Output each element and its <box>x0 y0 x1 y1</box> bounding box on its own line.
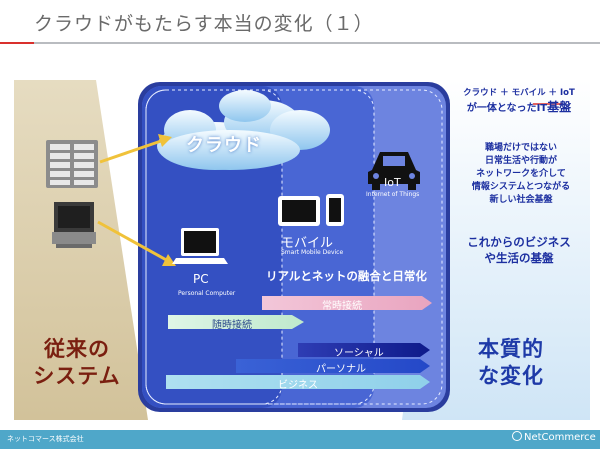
personal-arrow <box>236 359 430 373</box>
server-icon <box>46 140 98 188</box>
social-label: ソーシャル <box>334 348 384 359</box>
on-demand-arrow <box>168 315 304 329</box>
traditional-system-label: 従来の システム <box>33 337 121 388</box>
right-description: 職場だけではない 日常生活や行動が ネットワークを介して 情報システムとつながる… <box>471 143 571 205</box>
cloud-label: クラウド <box>186 135 262 156</box>
footer-logo-text: NetCommerce <box>524 432 596 443</box>
right-future-text: これからのビジネス や生活の基盤 <box>467 235 571 265</box>
connection-arrows <box>97 134 176 266</box>
iot-sublabel: Internet of Things <box>366 191 420 198</box>
mobile-sublabel: Smart Mobile Device <box>281 249 344 256</box>
footer-bar <box>0 430 600 449</box>
cloud-icon <box>157 90 330 170</box>
smartphone-icon <box>326 194 344 226</box>
car-icon <box>368 152 420 190</box>
right-headline-1: クラウド ＋ モバイル ＋ IoT <box>463 88 575 98</box>
footer-logo: NetCommerce <box>512 431 596 443</box>
pc-label: PC <box>193 272 209 286</box>
logo-mark-icon <box>512 431 522 441</box>
tablet-icon <box>278 196 320 226</box>
right-headline-2: が一体となったIT基盤 <box>466 100 572 114</box>
social-arrow <box>298 343 430 357</box>
on-demand-label: 随時接続 <box>212 320 252 331</box>
always-on-label: 常時接続 <box>322 301 362 312</box>
page-title: クラウドがもたらす本当の変化（１） <box>34 13 374 35</box>
laptop-icon <box>172 228 228 264</box>
iot-label: IoT <box>384 176 401 189</box>
mobile-label: モバイル <box>281 236 334 251</box>
business-label: ビジネス <box>278 380 318 391</box>
business-arrow <box>166 375 430 389</box>
title-accent-line <box>0 42 34 44</box>
essential-change-label: 本質的 な変化 <box>478 337 544 388</box>
terminal-icon <box>52 202 96 248</box>
title-divider <box>34 42 600 44</box>
footer-company: ネットコマース株式会社 <box>7 435 84 443</box>
pc-sublabel: Personal Computer <box>178 290 236 297</box>
fusion-label: リアルとネットの融合と日常化 <box>266 269 427 283</box>
always-on-arrow <box>262 296 432 310</box>
personal-label: パーソナル <box>316 364 366 375</box>
